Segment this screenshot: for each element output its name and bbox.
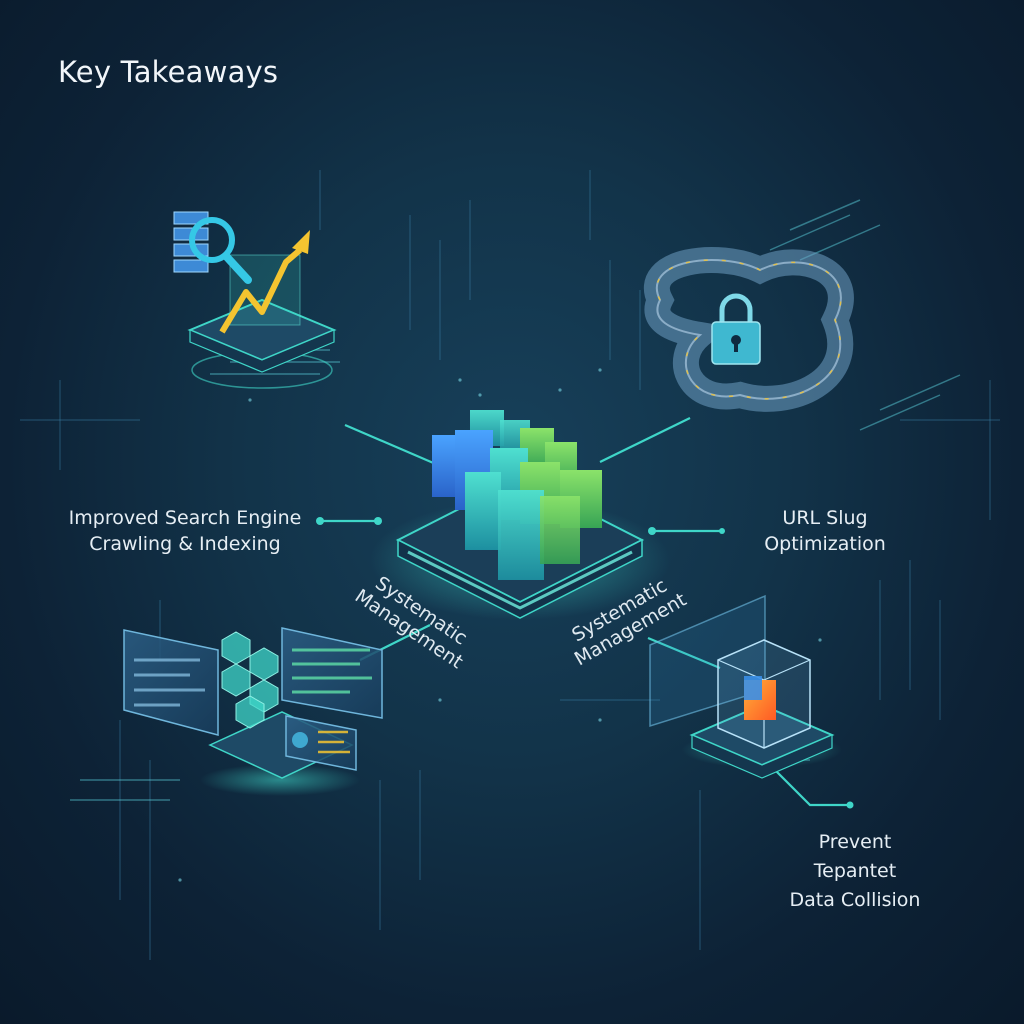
page-title: Key Takeaways [58,55,279,89]
background-circuit-lines [20,170,1000,960]
search-analytics-icon [173,211,337,389]
central-cube-cluster [370,410,670,620]
connector-top-right [599,417,691,463]
dashboard-panels-icon [123,627,383,796]
connector-top-left [344,423,446,470]
label-prevent-data-collision: Prevent Tepantet Data Collision [789,831,921,911]
label-crawling-indexing: Improved Search Engine Crawling & Indexi… [68,507,302,555]
connector-collision [764,759,850,807]
isolated-cube-icon [649,594,842,779]
label-url-slug-optimization: URL Slug Optimization [764,507,886,555]
background-dots [178,368,822,882]
connector-bottom-right [647,636,721,670]
secure-chain-link-icon [644,247,854,412]
